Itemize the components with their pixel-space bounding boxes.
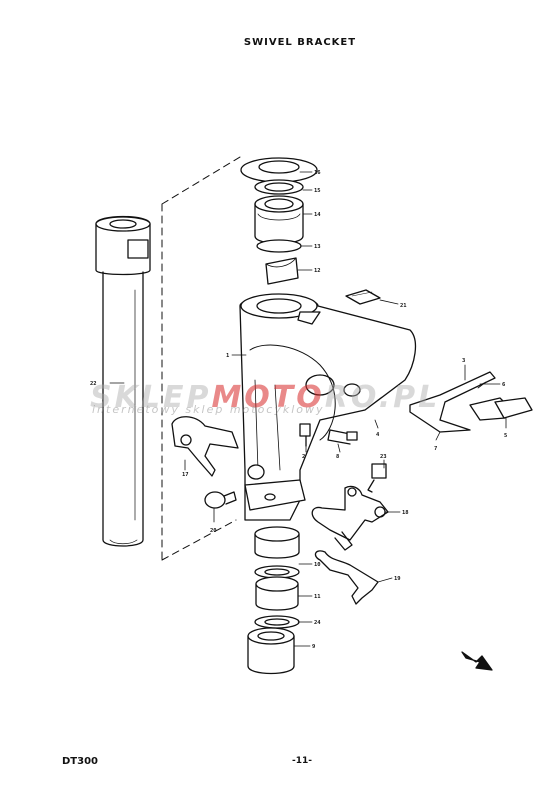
callout-6: 6 — [502, 382, 506, 388]
leader-lines — [109, 171, 507, 647]
callout-17: 17 — [182, 472, 189, 478]
callout-23: 23 — [380, 454, 387, 460]
callout-9: 9 — [312, 644, 315, 650]
callout-21: 21 — [400, 303, 407, 309]
callout-2: 2 — [302, 454, 305, 460]
callout-14: 14 — [314, 212, 321, 218]
callout-8: 8 — [336, 454, 339, 460]
steering-shaft — [95, 215, 151, 547]
callout-19: 19 — [394, 576, 401, 582]
callout-16: 16 — [314, 170, 321, 176]
callout-22: 22 — [90, 381, 97, 387]
callout-20: 20 — [210, 528, 217, 534]
watermark-tagline: internetowy sklep motocyklowy — [92, 403, 325, 416]
upper-washer-stack — [240, 157, 318, 285]
lower-washer-stack — [247, 526, 300, 675]
forward-arrow-icon — [461, 651, 493, 671]
plate — [345, 289, 381, 305]
callout-7: 7 — [434, 446, 437, 452]
model-label: DT300 — [62, 756, 98, 767]
callout-10: 10 — [314, 562, 321, 568]
tilt-spring — [314, 550, 379, 605]
callout-24: 24 — [314, 620, 321, 626]
bolts — [299, 423, 387, 493]
tilt-clip — [171, 416, 239, 477]
callout-15: 15 — [314, 188, 321, 194]
page-number: -11- — [292, 756, 312, 766]
callout-12: 12 — [314, 268, 321, 274]
callout-13: 13 — [314, 244, 321, 250]
knob — [204, 491, 237, 509]
callout-18: 18 — [402, 510, 409, 516]
callout-4: 4 — [376, 432, 380, 438]
callout-1: 1 — [226, 353, 230, 359]
page-title: SWIVEL BRACKET — [243, 37, 357, 48]
swivel-bracket-body — [239, 293, 417, 521]
callout-5: 5 — [504, 433, 507, 439]
callout-11: 11 — [314, 594, 321, 600]
tilt-lever — [409, 371, 533, 433]
callout-numbers: 16 15 14 13 12 21 1 22 3 6 5 7 4 2 8 17 … — [90, 170, 507, 650]
tilt-stopper — [311, 485, 389, 551]
assembly-dashed-line — [161, 156, 241, 561]
callout-3: 3 — [462, 358, 465, 364]
watermark-logo: SKLEPMOTORO.PL — [90, 380, 441, 415]
